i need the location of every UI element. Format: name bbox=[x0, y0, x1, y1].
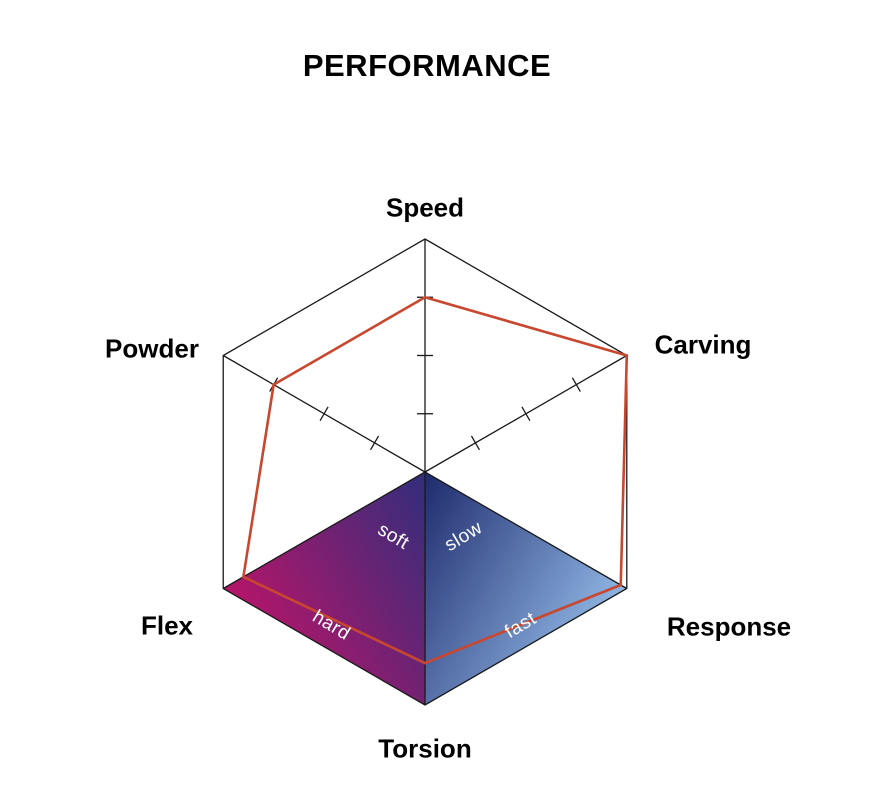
axis-label-powder: Powder bbox=[105, 333, 199, 364]
axis-label-response: Response bbox=[666, 611, 792, 642]
axis-label-carving: Carving bbox=[654, 329, 752, 360]
axis-label-flex: Flex bbox=[140, 610, 194, 641]
axis-label-speed: Speed bbox=[385, 192, 465, 223]
axis-label-torsion: Torsion bbox=[378, 733, 472, 764]
chart-title: PERFORMANCE bbox=[302, 48, 552, 83]
